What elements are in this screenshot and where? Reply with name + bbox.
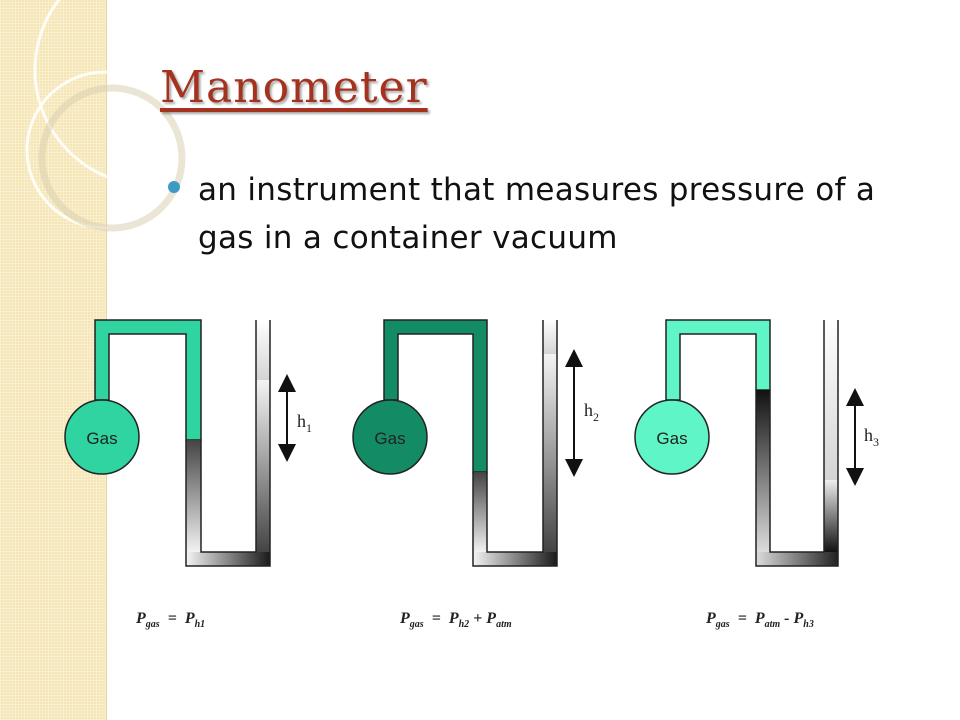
mercury-bottom xyxy=(186,552,270,566)
mercury-left xyxy=(756,390,770,552)
mercury-left xyxy=(186,440,201,552)
manometer-2: Gas h2 Pgas=Ph2+Patm xyxy=(352,319,599,630)
bullet-item: an instrument that measures pressure of … xyxy=(168,166,928,262)
mercury-right xyxy=(256,380,270,552)
gas-label: Gas xyxy=(86,429,117,448)
tube-outline xyxy=(472,320,558,567)
bullet-dot-icon xyxy=(168,181,180,193)
gas-bulb xyxy=(634,399,710,475)
gas-bulb xyxy=(64,399,140,475)
gas-label: Gas xyxy=(374,429,405,448)
tube-outline xyxy=(185,320,271,567)
gas-tube xyxy=(665,319,771,401)
slide-title: Manometer xyxy=(160,62,428,113)
air-column xyxy=(824,320,838,480)
gas-label: Gas xyxy=(656,429,687,448)
mercury-right xyxy=(543,354,557,552)
tube-outline xyxy=(755,320,839,567)
height-label: h3 xyxy=(864,425,879,449)
mercury-right xyxy=(824,480,838,552)
mercury-left xyxy=(473,472,487,552)
air-column xyxy=(543,320,557,354)
height-label: h1 xyxy=(297,411,312,435)
gas-bulb xyxy=(352,399,428,475)
decorative-circles xyxy=(25,0,267,232)
pressure-formula: Pgas=Patm-Ph3 xyxy=(705,610,814,630)
height-label: h2 xyxy=(584,400,599,424)
manometer-1: Gas h1 Pgas=Ph1 xyxy=(64,319,312,630)
mercury-bottom xyxy=(473,552,557,566)
manometer-3: Gas h3 Pgas=Patm-Ph3 xyxy=(634,319,879,630)
pressure-formula: Pgas=Ph1 xyxy=(135,610,205,630)
bullet-text: an instrument that measures pressure of … xyxy=(198,172,876,256)
air-column xyxy=(256,320,270,380)
mercury-bottom xyxy=(756,552,838,566)
pressure-formula: Pgas=Ph2+Patm xyxy=(399,610,512,630)
